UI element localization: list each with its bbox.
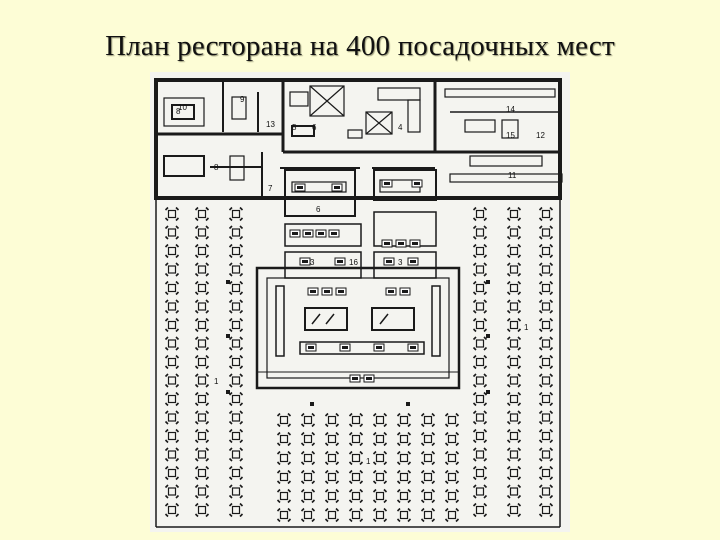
columns bbox=[226, 280, 490, 406]
room-number: 3 bbox=[310, 258, 315, 267]
room-number: 10 bbox=[178, 103, 187, 112]
room-number: 14 bbox=[506, 105, 515, 114]
room-number: 5 bbox=[292, 123, 297, 132]
serving-enclosure bbox=[255, 266, 461, 390]
room-number: 1 bbox=[524, 323, 529, 332]
room-number: 13 bbox=[266, 120, 275, 129]
room-number: 15 bbox=[506, 131, 515, 140]
room-number: 6 bbox=[312, 123, 317, 132]
room-number: 3 bbox=[398, 258, 403, 267]
room-numbers: 10 9 13 8 6 4 5 14 15 12 8 7 11 6 3 16 3… bbox=[176, 95, 545, 466]
room-number: 6 bbox=[316, 205, 321, 214]
room-number: 8 bbox=[176, 107, 181, 116]
room-number: 7 bbox=[268, 184, 273, 193]
room-number: 1 bbox=[214, 377, 219, 386]
page-title: План ресторана на 400 посадочных мест bbox=[105, 30, 615, 62]
room-number: 9 bbox=[240, 95, 245, 104]
room-number: 4 bbox=[398, 123, 403, 132]
room-number: 11 bbox=[508, 171, 517, 180]
service-wing bbox=[154, 78, 562, 200]
room-number: 16 bbox=[349, 258, 358, 267]
room-number: 1 bbox=[366, 457, 371, 466]
restaurant-floor-plan: 10 9 13 8 6 4 5 14 15 12 8 7 11 6 3 16 3… bbox=[150, 72, 570, 532]
room-number: 8 bbox=[214, 163, 219, 172]
room-number: 12 bbox=[536, 131, 545, 140]
hall-outline bbox=[155, 198, 561, 528]
